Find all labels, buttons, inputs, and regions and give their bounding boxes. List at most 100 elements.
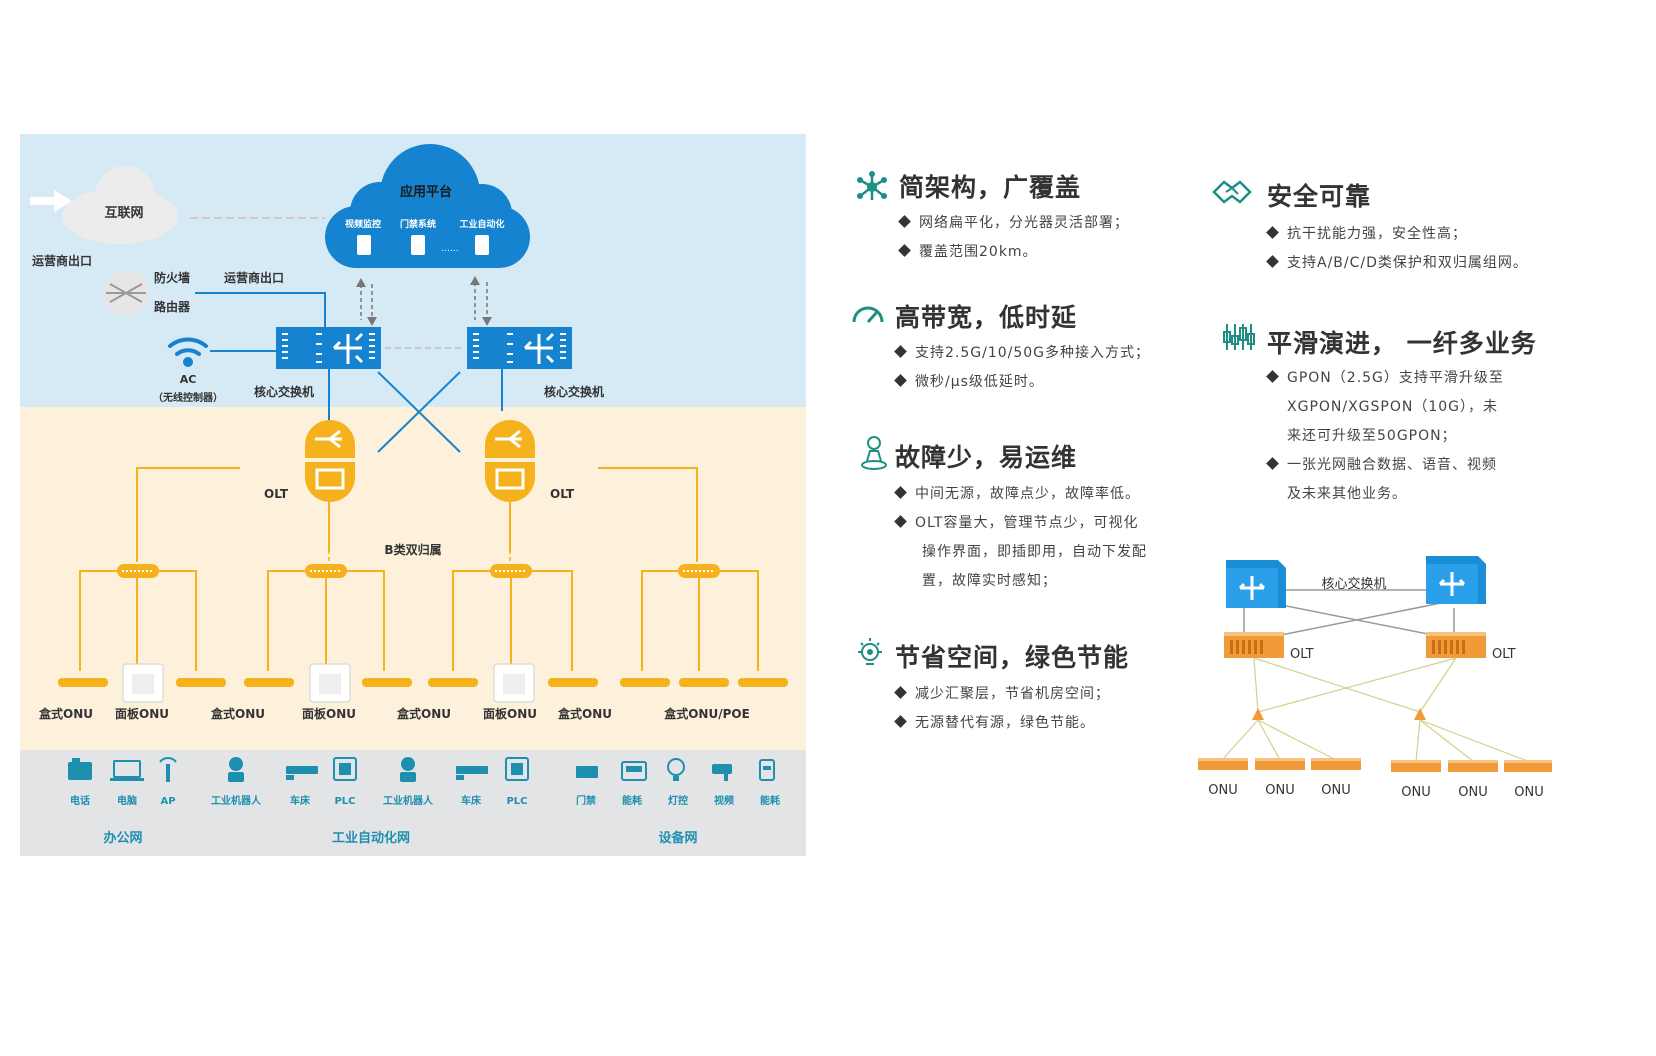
feature-bullet: OLT容量大，管理节点少，可视化 [894,512,1138,532]
device-label: 电脑 [117,794,137,807]
splitter-icon [117,564,159,578]
core-switch-left-label: 核心交换机 [254,384,314,399]
feature-title: 安全可靠 [1267,182,1372,211]
core-switch-right-icon [467,327,572,369]
dual-homing-label: B类双归属 [384,542,441,557]
energy-sensor-icon [759,759,775,781]
olt-left-label: OLT [264,487,289,501]
phone-icon [68,758,92,780]
network-nodes-icon [857,171,887,200]
mini-olt-right-icon [1426,632,1486,658]
robot-icon [228,757,244,782]
ellipsis-label: ...... [441,244,458,254]
olt-right-icon [485,420,535,502]
mini-onu-icon [1391,760,1441,772]
device-label: 灯控 [668,794,688,807]
ap-icon [159,757,177,782]
onu-label: 盒式ONU [38,706,93,721]
mini-onu-icon [1448,760,1498,772]
device-label: 门禁 [576,794,596,807]
device-label: 工业机器人 [211,794,262,807]
feature-block-1: 简架构，广覆盖 [855,168,1175,268]
device-label: 电话 [70,794,90,807]
onu-label: 盒式ONU [557,706,612,721]
splitter-icon [305,564,347,578]
device-label: 能耗 [622,794,642,807]
mini-olt-left-icon [1224,632,1284,658]
device-label: PLC [506,796,527,807]
mini-topology-svg: 核心交换机 OLT OLT ONU ONU ONU ONU ONU ONU [1198,556,1554,800]
feature-bullet: 支持2.5G/10/50G多种接入方式； [894,342,1150,362]
onu-label: 盒式ONU/POE [663,706,750,721]
core-switch-left-icon [276,327,381,369]
wifi-icon [168,337,208,367]
core-switch-right-label: 核心交换机 [544,384,604,399]
onu-label: 面板ONU [483,706,537,721]
feature-bullet: 中间无源，故障点少，故障率低。 [894,483,1140,503]
mini-olt-right-label: OLT [1492,647,1516,662]
box-onu-icon [244,678,294,687]
network-diagram-svg: 互联网 运营商出口 防火墙 路由器 运营商出口 应用平台 视频监控 门禁系统 工… [20,134,806,856]
feature-bullet: 减少汇聚层，节省机房空间； [894,683,1110,703]
feature-bullet-continued: XGPON/XGSPON（10G），未 [1287,399,1499,415]
box-onu-icon [548,678,598,687]
feature-bullet-continued: 置，故障实时感知； [922,573,1057,589]
energy-bulb-icon [858,638,882,665]
device-label: PLC [334,796,355,807]
mini-olt-splitter-links [1253,657,1457,713]
feature-bullet: 支持A/B/C/D类保护和双归属组网。 [1266,252,1528,272]
robot-icon [400,757,416,782]
arrow-down-icon [367,317,377,326]
arrow-right-icon [30,190,72,212]
firewall-label: 防火墙 [154,270,190,285]
mini-core-switch-left-icon [1226,560,1286,608]
box-onu-icon [620,678,670,687]
energy-meter-icon [621,761,647,781]
mini-splitter-icon [1414,708,1426,720]
industrial-automation-label: 工业自动化 [459,218,504,230]
feature-title: 故障少，易运维 [895,443,1078,472]
router-icon [103,270,149,316]
onu-label: 盒式ONU [396,706,451,721]
operator-exit-mid-label: 运营商出口 [224,270,284,285]
feature-title: 节省空间，绿色节能 [895,643,1130,672]
server-icon [357,235,371,255]
feature-title: 简架构，广覆盖 [899,173,1082,202]
group-label-equipment: 设备网 [658,830,697,846]
device-label: AP [160,796,175,807]
mini-splitter-onu-links [1221,719,1531,763]
olt-left-icon [305,420,355,502]
access-control-icon [576,766,598,778]
maintenance-person-icon [861,436,887,470]
dashed-drop-links [328,529,511,562]
internet-label: 互联网 [104,206,143,221]
mini-core-links [1243,589,1459,641]
arrow-down-icon [482,317,492,326]
mini-olt-left-label: OLT [1290,647,1314,662]
mini-onu-label: ONU [1208,783,1237,798]
panel-onu-icon [493,663,535,703]
internet-cloud-icon [62,166,178,244]
router-label: 路由器 [154,299,191,314]
box-onu-icon [176,678,226,687]
mini-onu-icon [1255,758,1305,770]
panel-onu-icon [309,663,351,703]
handshake-icon [1212,180,1252,204]
box-onu-icon [679,678,729,687]
feature-bullet-continued: 及未来其他业务。 [1287,486,1407,502]
server-icon [411,235,425,255]
group-label-industrial: 工业自动化网 [332,830,410,846]
device-label: 视频 [714,794,734,807]
mini-onu-label: ONU [1265,783,1294,798]
feature-bullet: GPON（2.5G）支持平滑升级至 [1266,367,1504,387]
mini-onu-label: ONU [1458,785,1487,800]
platform-links [360,282,488,320]
app-platform-label: 应用平台 [400,184,452,200]
video-camera-icon [712,764,732,781]
splitter-icon [490,564,532,578]
router-uplink [195,292,326,327]
feature-title: 平滑演进， 一纤多业务 [1267,329,1537,358]
feature-title: 高带宽，低时延 [895,303,1078,332]
lathe-icon [286,766,318,780]
network-diagram: 互联网 运营商出口 防火墙 路由器 运营商出口 应用平台 视频监控 门禁系统 工… [20,134,806,856]
